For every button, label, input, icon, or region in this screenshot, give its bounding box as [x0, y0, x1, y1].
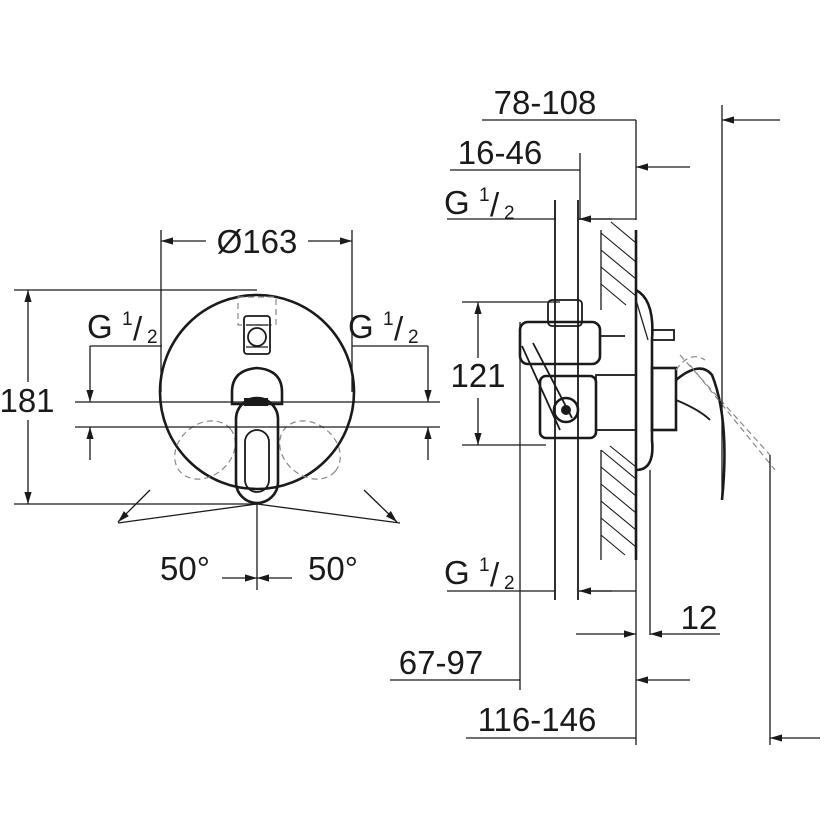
side-height-label: 121: [450, 357, 505, 394]
svg-text:/: /: [490, 186, 500, 223]
front-right-connection-label: G 1 / 2: [348, 308, 419, 348]
side-dim-bottom-2-label: 116-146: [478, 701, 597, 738]
lever-profile: [650, 354, 776, 501]
side-top-connection-label: G 1 / 2: [444, 184, 515, 224]
svg-text:G: G: [444, 184, 470, 221]
side-dim-mid-label: 16-46: [458, 134, 542, 171]
diverter-knob: [243, 315, 271, 355]
svg-text:2: 2: [408, 327, 419, 348]
svg-text:/: /: [490, 556, 500, 593]
side-view: [390, 105, 820, 745]
ghost-handle-left: [174, 420, 236, 480]
svg-text:1: 1: [122, 309, 133, 330]
svg-text:/: /: [133, 310, 143, 347]
front-view: [14, 230, 440, 590]
svg-text:1: 1: [383, 309, 394, 330]
front-height-label: 181: [0, 382, 55, 419]
svg-text:2: 2: [147, 327, 158, 348]
side-dim-top-label: 78-108: [494, 84, 597, 121]
svg-text:1: 1: [479, 185, 490, 206]
escutcheon-plate: [158, 293, 356, 491]
svg-text:2: 2: [504, 203, 515, 224]
wall-hatching: [600, 219, 637, 556]
svg-text:1: 1: [479, 555, 490, 576]
svg-text:/: /: [394, 310, 404, 347]
front-diameter-label: Ø163: [217, 223, 298, 260]
side-dim-12-label: 12: [681, 599, 718, 636]
escutcheon-profile: [635, 288, 675, 472]
front-angle-left-label: 50°: [160, 550, 210, 587]
svg-text:G: G: [444, 554, 470, 591]
svg-text:G: G: [348, 308, 374, 345]
side-bottom-connection-label: G 1 / 2: [444, 554, 515, 594]
front-left-connection-label: G 1 / 2: [87, 308, 158, 348]
ghost-handle-right: [279, 420, 341, 480]
lever-handle: [230, 366, 284, 505]
front-angle-right-label: 50°: [308, 550, 358, 587]
side-dim-bottom-1-label: 67-97: [399, 644, 483, 681]
svg-text:2: 2: [504, 573, 515, 594]
svg-text:G: G: [87, 308, 113, 345]
